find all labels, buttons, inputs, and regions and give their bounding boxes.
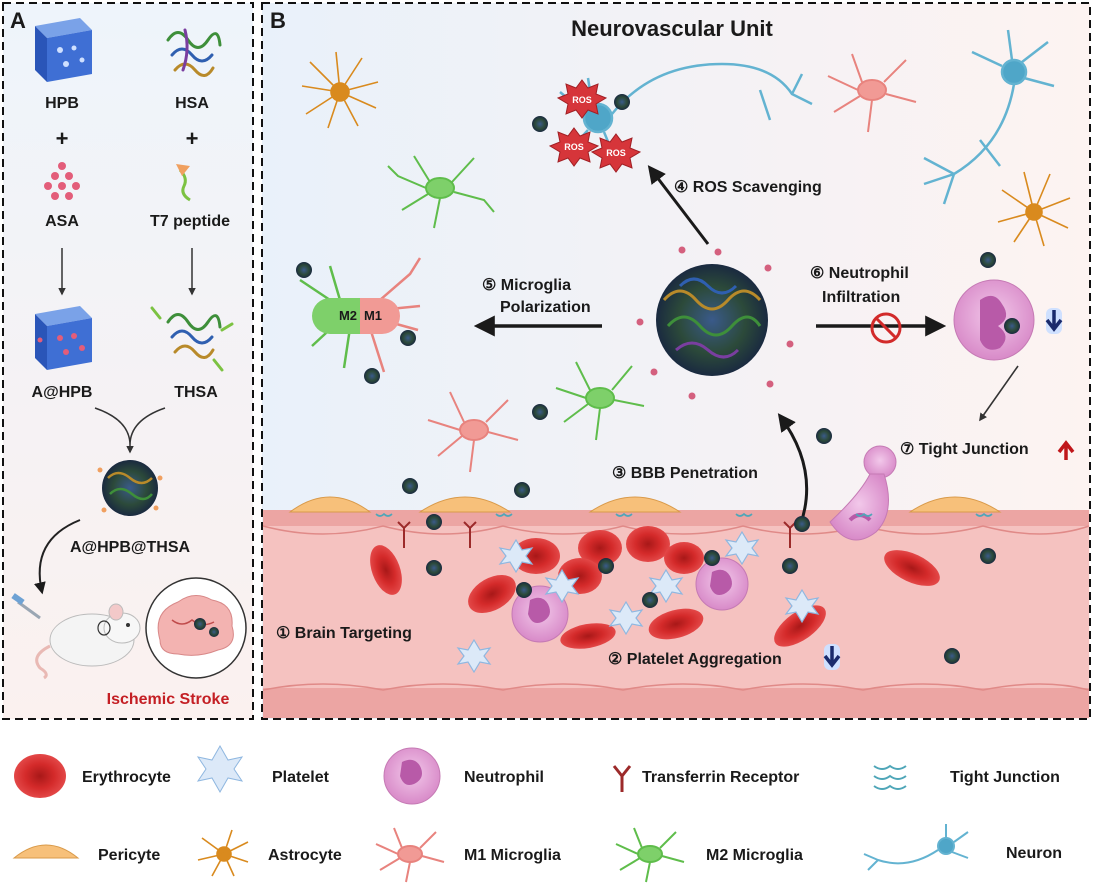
step4-label: ④ ROS Scavenging	[674, 179, 822, 196]
m1-tag: M1	[364, 308, 382, 323]
asa-label: ASA	[45, 213, 79, 230]
m2-microglia-icon-2	[555, 361, 645, 441]
prohibit-icon	[870, 312, 902, 344]
legend-pericyte: Pericyte	[12, 844, 160, 864]
ros-text-2: ROS	[564, 142, 584, 152]
neutrophil-brain-icon	[953, 279, 1035, 361]
t7-label: T7 peptide	[150, 213, 230, 230]
hpb-cube-icon	[35, 18, 92, 82]
hpb-label: HPB	[45, 95, 79, 112]
neuron-right-icon	[923, 29, 1055, 205]
panel-b-label: B	[270, 8, 286, 33]
legend-m2-label: M2 Microglia	[706, 847, 803, 864]
hsa-protein-icon	[166, 28, 222, 77]
polarizing-microglia: M2 M1	[299, 257, 422, 373]
m1-microglia-icon	[827, 53, 917, 133]
neutrophil-vessel-cells	[511, 557, 749, 643]
step3-label: ③ BBB Penetration	[612, 465, 758, 482]
astrocyte-right-icon	[997, 171, 1071, 247]
tight-junctions	[375, 512, 993, 517]
legend-m1-microglia: M1 Microglia	[375, 827, 561, 883]
legend-neuron-label: Neuron	[1006, 845, 1062, 862]
asa-molecule-icon	[44, 162, 80, 200]
down-arrow-neutrophil-icon	[1045, 308, 1063, 334]
thsa-protein-icon	[150, 306, 234, 372]
ros-star-icon: ROS	[556, 79, 608, 119]
legend-tight-junction: Tight Junction	[873, 764, 1060, 790]
panel-a: A HPB HSA + + ASA	[2, 2, 254, 720]
platelet-cells	[456, 530, 820, 674]
legend-astrocyte-label: Astrocyte	[268, 847, 342, 864]
legend-astrocyte: Astrocyte	[197, 829, 342, 877]
step6-line2: Infiltration	[822, 289, 900, 306]
arrow-ros	[647, 165, 710, 245]
down-arrow-platelet-icon	[823, 644, 841, 670]
step5-line2: Polarization	[500, 299, 591, 316]
astrocyte-icon	[301, 51, 379, 129]
legend-neuron: Neuron	[863, 824, 1062, 871]
step5-line1: ⑤ Microglia	[482, 277, 571, 294]
m1-microglia-icon-2	[427, 391, 519, 473]
legend-neutrophil-label: Neutrophil	[464, 769, 544, 786]
m2-microglia-icon	[387, 155, 495, 229]
neutrophil-crossing-icon	[829, 445, 897, 541]
m2-tag: M2	[339, 308, 357, 323]
a-hpb-cube-icon	[35, 306, 92, 370]
panel-b-title: Neurovascular Unit	[571, 16, 773, 41]
ros-star-icon-3: ROS	[590, 133, 642, 173]
step6-line1: ⑥ Neutrophil	[810, 265, 909, 282]
hsa-label: HSA	[175, 95, 209, 112]
step1-label: ① Brain Targeting	[276, 625, 412, 642]
panel-a-label: A	[10, 8, 26, 33]
scattered-nanoparticles	[296, 94, 996, 664]
step7-label: ⑦ Tight Junction	[900, 441, 1029, 458]
ros-group: ROS ROS ROS	[548, 79, 642, 173]
legend-transferrin: Transferrin Receptor	[612, 765, 799, 792]
pericyte-row	[288, 496, 1002, 513]
a-hpb-label: A@HPB	[32, 384, 93, 401]
ros-text-1: ROS	[572, 95, 592, 105]
ros-text-3: ROS	[606, 148, 626, 158]
erythrocyte-cells	[370, 526, 940, 649]
legend-platelet-label: Platelet	[272, 769, 330, 786]
nanoparticle-icon	[97, 460, 163, 516]
t7-peptide-icon	[176, 164, 191, 202]
legend: Erythrocyte Platelet Neutrophil Transfer…	[12, 744, 1062, 883]
legend-erythrocyte-label: Erythrocyte	[82, 769, 171, 786]
legend-neutrophil: Neutrophil	[383, 747, 544, 805]
legend-tight-junction-label: Tight Junction	[950, 769, 1060, 786]
plus-left: +	[56, 126, 69, 151]
thsa-label: THSA	[174, 384, 218, 401]
plus-right: +	[186, 126, 199, 151]
ischemic-stroke-label: Ischemic Stroke	[107, 691, 230, 708]
ros-star-icon-2: ROS	[548, 127, 600, 167]
a-hpb-thsa-label: A@HPB@THSA	[70, 539, 191, 556]
step2-label: ② Platelet Aggregation	[608, 651, 782, 668]
central-nanoparticle-icon	[636, 246, 794, 400]
mouse-icon	[11, 593, 141, 680]
transferrin-receptors	[397, 521, 797, 548]
legend-m1-label: M1 Microglia	[464, 847, 561, 864]
arrow-bbb	[777, 413, 809, 527]
legend-transferrin-label: Transferrin Receptor	[642, 769, 799, 786]
brain-zoom-icon	[145, 577, 247, 679]
legend-m2-microglia: M2 Microglia	[615, 827, 803, 883]
panel-b: Neurovascular Unit B	[261, 2, 1091, 720]
legend-erythrocyte: Erythrocyte	[14, 754, 171, 798]
arrow-tight-junction	[979, 365, 1019, 422]
legend-pericyte-label: Pericyte	[98, 847, 160, 864]
up-arrow-tight-junction-icon	[1057, 440, 1075, 460]
legend-platelet: Platelet	[196, 744, 330, 794]
